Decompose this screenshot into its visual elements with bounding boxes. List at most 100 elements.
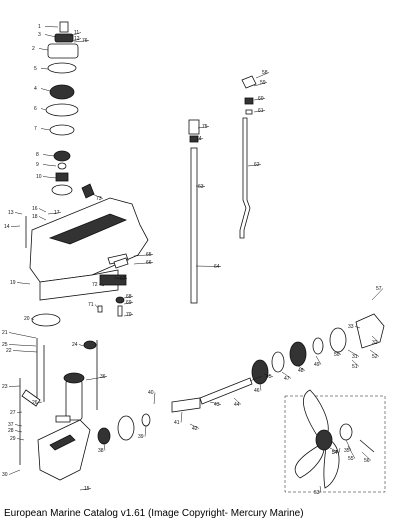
callout-9: 9: [36, 162, 39, 168]
callout-51: 51: [352, 364, 358, 370]
leader-line-5: [40, 68, 49, 70]
leader-line-46: [259, 383, 262, 391]
callout-76: 76: [82, 38, 88, 44]
leader-line-10: [42, 176, 57, 179]
callout-46: 46: [254, 388, 260, 394]
leader-line-17: [47, 212, 62, 215]
leader-line-70: [123, 314, 134, 317]
callout-23: 23: [2, 384, 8, 390]
leader-line-45: [263, 373, 274, 377]
leader-line-23: [8, 385, 21, 387]
leader-line-6: [40, 108, 47, 111]
shift-linkage: [239, 75, 257, 239]
leader-line-29: [16, 438, 25, 441]
leader-line-76: [73, 40, 90, 43]
callout-16: 16: [32, 206, 38, 212]
callout-8: 8: [36, 152, 39, 158]
callout-2: 2: [32, 46, 35, 52]
callout-70: 70: [126, 312, 132, 318]
leader-line-36: [85, 376, 108, 381]
leader-line-37: [14, 424, 23, 427]
callout-30: 30: [2, 472, 8, 478]
leader-line-64: [195, 265, 222, 267]
callout-4: 4: [34, 86, 37, 92]
leader-line-57: [371, 288, 384, 301]
callout-38: 38: [98, 448, 104, 454]
leader-line-27: [16, 411, 23, 413]
callout-55: 55: [348, 456, 354, 462]
callout-20: 20: [24, 316, 30, 322]
callout-50: 50: [334, 352, 340, 358]
leader-line-9: [42, 164, 57, 167]
callout-71: 71: [88, 302, 94, 308]
leader-line-2: [38, 48, 49, 51]
leader-line-15: [79, 488, 92, 491]
callout-25: 25: [2, 342, 8, 348]
leader-line-32: [371, 335, 380, 343]
leader-line-66: [133, 262, 154, 265]
leader-line-61: [253, 110, 266, 113]
leader-line-63: [195, 185, 206, 187]
callout-62: 62: [254, 162, 260, 168]
leader-line-47: [281, 371, 292, 379]
callout-53: 53: [314, 490, 320, 496]
callout-39: 39: [138, 434, 144, 440]
callout-59: 59: [260, 80, 266, 86]
leader-line-71: [94, 304, 99, 309]
leader-line-13: [14, 212, 23, 215]
callout-57: 57: [376, 286, 382, 292]
leader-line-35: [345, 439, 352, 451]
leader-line-52: [369, 349, 380, 357]
callout-74: 74: [196, 136, 202, 142]
leader-line-62: [247, 164, 262, 167]
callout-45: 45: [266, 374, 272, 380]
image-caption: European Marine Catalog v1.61 (Image Cop…: [4, 508, 304, 519]
leader-line-42: [189, 423, 200, 429]
leader-line-65: [133, 254, 154, 257]
leader-line-12: [69, 38, 82, 43]
leader-line-11: [69, 32, 82, 37]
callout-labels: 1234567891011121314151617181920212223242…: [2, 24, 382, 496]
callout-21: 21: [2, 330, 8, 336]
leader-line-69: [123, 302, 134, 305]
leader-line-25: [8, 344, 37, 347]
leader-line-72: [98, 284, 105, 287]
callout-43: 43: [214, 402, 220, 408]
leader-line-28: [14, 430, 23, 433]
callout-60: 60: [258, 96, 264, 102]
callout-36: 36: [100, 374, 106, 380]
callout-73: 73: [96, 196, 102, 202]
leader-line-7: [40, 128, 51, 131]
callout-40: 40: [148, 390, 154, 396]
leader-line-16: [38, 208, 47, 213]
callout-1: 1: [38, 24, 41, 30]
callout-29: 29: [10, 436, 16, 442]
callout-63: 63: [198, 184, 204, 190]
leader-line-26: [38, 401, 43, 403]
callout-52: 52: [372, 354, 378, 360]
callout-56: 56: [364, 458, 370, 464]
leader-line-67: [113, 277, 128, 279]
leader-line-33: [354, 326, 361, 329]
callout-11: 11: [74, 30, 79, 36]
callout-17: 17: [54, 210, 60, 216]
callout-68: 68: [126, 294, 132, 300]
callout-28: 28: [8, 428, 14, 434]
leader-line-75: [197, 126, 210, 129]
drive-shaft: [188, 119, 200, 304]
leader-line-50: [335, 351, 342, 355]
leader-line-39: [144, 425, 147, 437]
callout-37: 37: [8, 422, 14, 428]
callout-61: 61: [258, 108, 264, 114]
leader-line-31: [347, 349, 360, 357]
callout-54: 54: [332, 450, 338, 456]
leader-line-24: [78, 344, 85, 347]
callout-14: 14: [4, 224, 10, 230]
callout-42: 42: [192, 426, 198, 432]
leader-line-55: [347, 445, 356, 459]
callout-12: 12: [74, 36, 80, 42]
leader-line-34: [338, 447, 341, 453]
callout-65: 65: [146, 252, 152, 258]
leader-line-74: [197, 138, 204, 141]
leader-line-59: [253, 82, 268, 87]
